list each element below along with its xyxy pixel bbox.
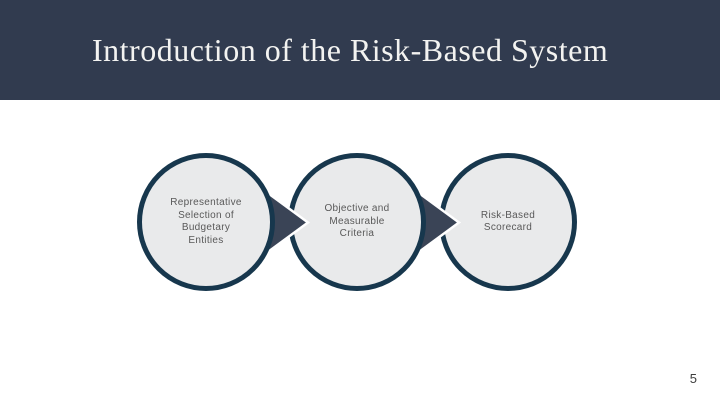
process-step-1: Representative Selection of Budgetary En… bbox=[137, 153, 275, 291]
process-step-2: Objective and Measurable Criteria bbox=[288, 153, 426, 291]
slide-header: Introduction of the Risk-Based System bbox=[0, 0, 720, 100]
process-step-3: Risk-Based Scorecard bbox=[439, 153, 577, 291]
process-step-label: Risk-Based Scorecard bbox=[480, 209, 536, 234]
process-step-label: Representative Selection of Budgetary En… bbox=[170, 197, 242, 246]
process-step-label: Objective and Measurable Criteria bbox=[324, 203, 390, 240]
slide-title: Introduction of the Risk-Based System bbox=[92, 31, 609, 68]
page-number: 5 bbox=[689, 371, 697, 386]
